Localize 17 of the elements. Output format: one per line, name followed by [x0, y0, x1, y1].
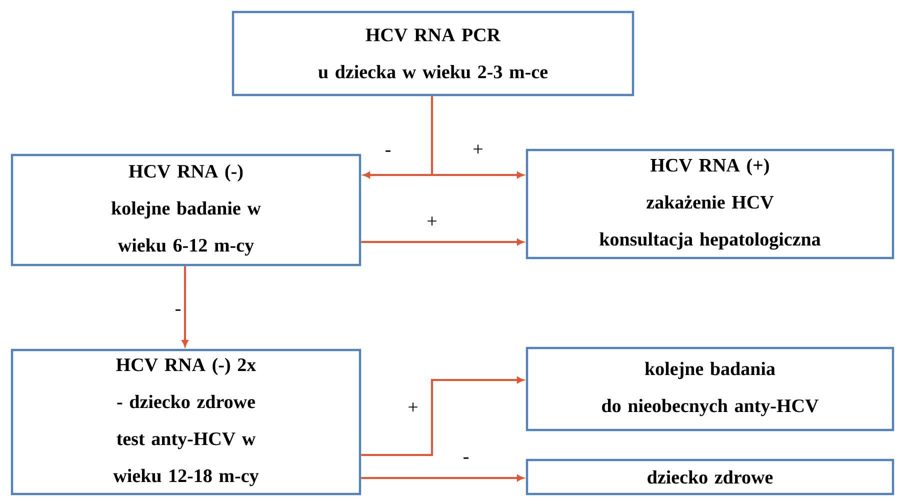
edge-label: -	[174, 308, 182, 316]
edge-label: +	[472, 144, 484, 156]
edge-label: +	[406, 402, 420, 414]
arrow	[361, 474, 524, 482]
process-box: kolejne badania do nieobecnych anty-HCV	[526, 346, 894, 432]
process-box: HCV RNA PCR u dziecka w wieku 2-3 m-ce	[232, 10, 634, 96]
process-box: dziecko zdrowe	[526, 458, 894, 496]
edge-label: -	[462, 456, 470, 464]
edge-label: -	[384, 149, 392, 157]
process-box: HCV RNA (-) kolejne badanie w wieku 6-12 m-cy	[10, 154, 362, 266]
edge-label: +	[426, 216, 438, 228]
arrow	[361, 238, 524, 246]
arrow	[431, 96, 524, 178]
process-box: HCV RNA (-) 2x - dziecko zdrowe test anty-HCV w wieku 12-18 m-cy	[10, 348, 362, 496]
arrow	[361, 376, 524, 456]
arrow	[182, 266, 188, 347]
process-box: HCV RNA (+) zakażenie HCV konsultacja hepatologiczna	[526, 148, 894, 260]
